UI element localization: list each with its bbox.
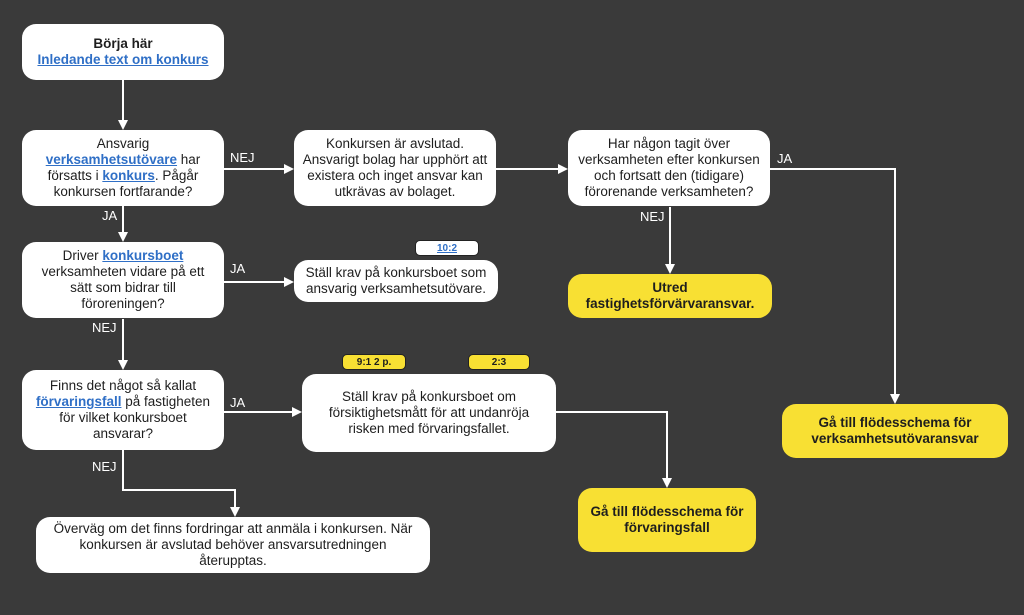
go-operator-text: Gå till flödesschema för verksamhetsutöv…	[811, 415, 979, 446]
reference-tag-10-2[interactable]: 10:2	[415, 240, 479, 256]
consider-text: Överväg om det finns fordringar att anmä…	[53, 521, 413, 568]
q3-text: Finns det något så kallat förvaringsfall…	[30, 378, 216, 442]
takeover-text: Har någon tagit över verksamheten efter …	[578, 136, 760, 199]
label-q3-yes: JA	[230, 395, 246, 410]
arrow-claim2-to-storage	[556, 411, 672, 488]
bankruptcy-concluded-box: Konkursen är avslutad. Ansvarigt bolag h…	[294, 130, 496, 206]
consider-claims-box: Överväg om det finns fordringar att anmä…	[36, 517, 430, 573]
q1-text: Ansvarig verksamhetsutövare har försatts…	[30, 136, 216, 200]
q1-text-pre: Ansvarig	[96, 136, 150, 151]
label-q1-yes: JA	[102, 208, 118, 223]
arrow-takeover-yes	[770, 168, 900, 404]
reference-tag-9-1-label: 9:1 2 p.	[356, 356, 392, 368]
start-box: Börja här Inledande text om konkurs	[22, 24, 224, 80]
label-q2-no: NEJ	[92, 320, 117, 335]
go-storage-text: Gå till flödesschema för förvaringsfall	[590, 504, 744, 535]
reference-tag-10-2-label: 10:2	[436, 242, 457, 254]
intro-link[interactable]: Inledande text om konkurs	[37, 52, 209, 67]
reference-tag-2-3: 2:3	[468, 354, 530, 370]
label-q2-yes: JA	[230, 261, 246, 276]
q3-text-post: på fastigheten för vilket konkursboet an…	[59, 394, 211, 441]
question-estate-continues: Driver konkursboet verksamheten vidare p…	[22, 242, 224, 318]
investigate-acquirer-box[interactable]: Utred fastighetsförvärvaransvar.	[568, 274, 772, 318]
arrow-q3-no	[122, 450, 240, 517]
label-q3-no: NEJ	[92, 459, 117, 474]
start-title: Börja här	[93, 36, 153, 51]
claim-precautions-box: Ställ krav på konkursboet om försiktighe…	[302, 374, 556, 452]
question-bankruptcy-ongoing: Ansvarig verksamhetsutövare har försatts…	[22, 130, 224, 206]
label-q1-no: NEJ	[230, 150, 255, 165]
label-takeover-yes: JA	[777, 151, 793, 166]
estate-link[interactable]: konkursboet	[102, 248, 184, 263]
claim-estate-operator-box: Ställ krav på konkursboet som ansvarig v…	[294, 260, 498, 302]
q2-text: Driver konkursboet verksamheten vidare p…	[30, 248, 216, 312]
investigate-text: Utred fastighetsförvärvaransvar.	[585, 280, 755, 311]
question-takeover: Har någon tagit över verksamheten efter …	[568, 130, 770, 206]
operator-link[interactable]: verksamhetsutövare	[45, 152, 178, 167]
question-storage-case: Finns det något så kallat förvaringsfall…	[22, 370, 224, 450]
reference-tag-9-1: 9:1 2 p.	[342, 354, 406, 370]
claim1-text: Ställ krav på konkursboet som ansvarig v…	[305, 265, 487, 296]
bankruptcy-link[interactable]: konkurs	[102, 168, 155, 183]
storage-case-link[interactable]: förvaringsfall	[35, 394, 122, 409]
reference-tag-2-3-label: 2:3	[491, 356, 507, 368]
claim2-text: Ställ krav på konkursboet om försiktighe…	[328, 389, 530, 436]
concluded-text: Konkursen är avslutad. Ansvarigt bolag h…	[302, 136, 488, 199]
q3-text-pre: Finns det något så kallat	[49, 378, 197, 393]
q2-text-post: verksamheten vidare på ett sätt som bidr…	[41, 264, 205, 311]
go-operator-flowchart-box[interactable]: Gå till flödesschema för verksamhetsutöv…	[782, 404, 1008, 458]
q1-text-post: . Pågår konkursen fortfarande?	[53, 168, 199, 199]
go-storage-flowchart-box[interactable]: Gå till flödesschema för förvaringsfall	[578, 488, 756, 552]
q2-text-pre: Driver	[62, 248, 103, 263]
q1-text-mid: har försatts i	[47, 152, 201, 183]
label-takeover-no: NEJ	[640, 209, 665, 224]
